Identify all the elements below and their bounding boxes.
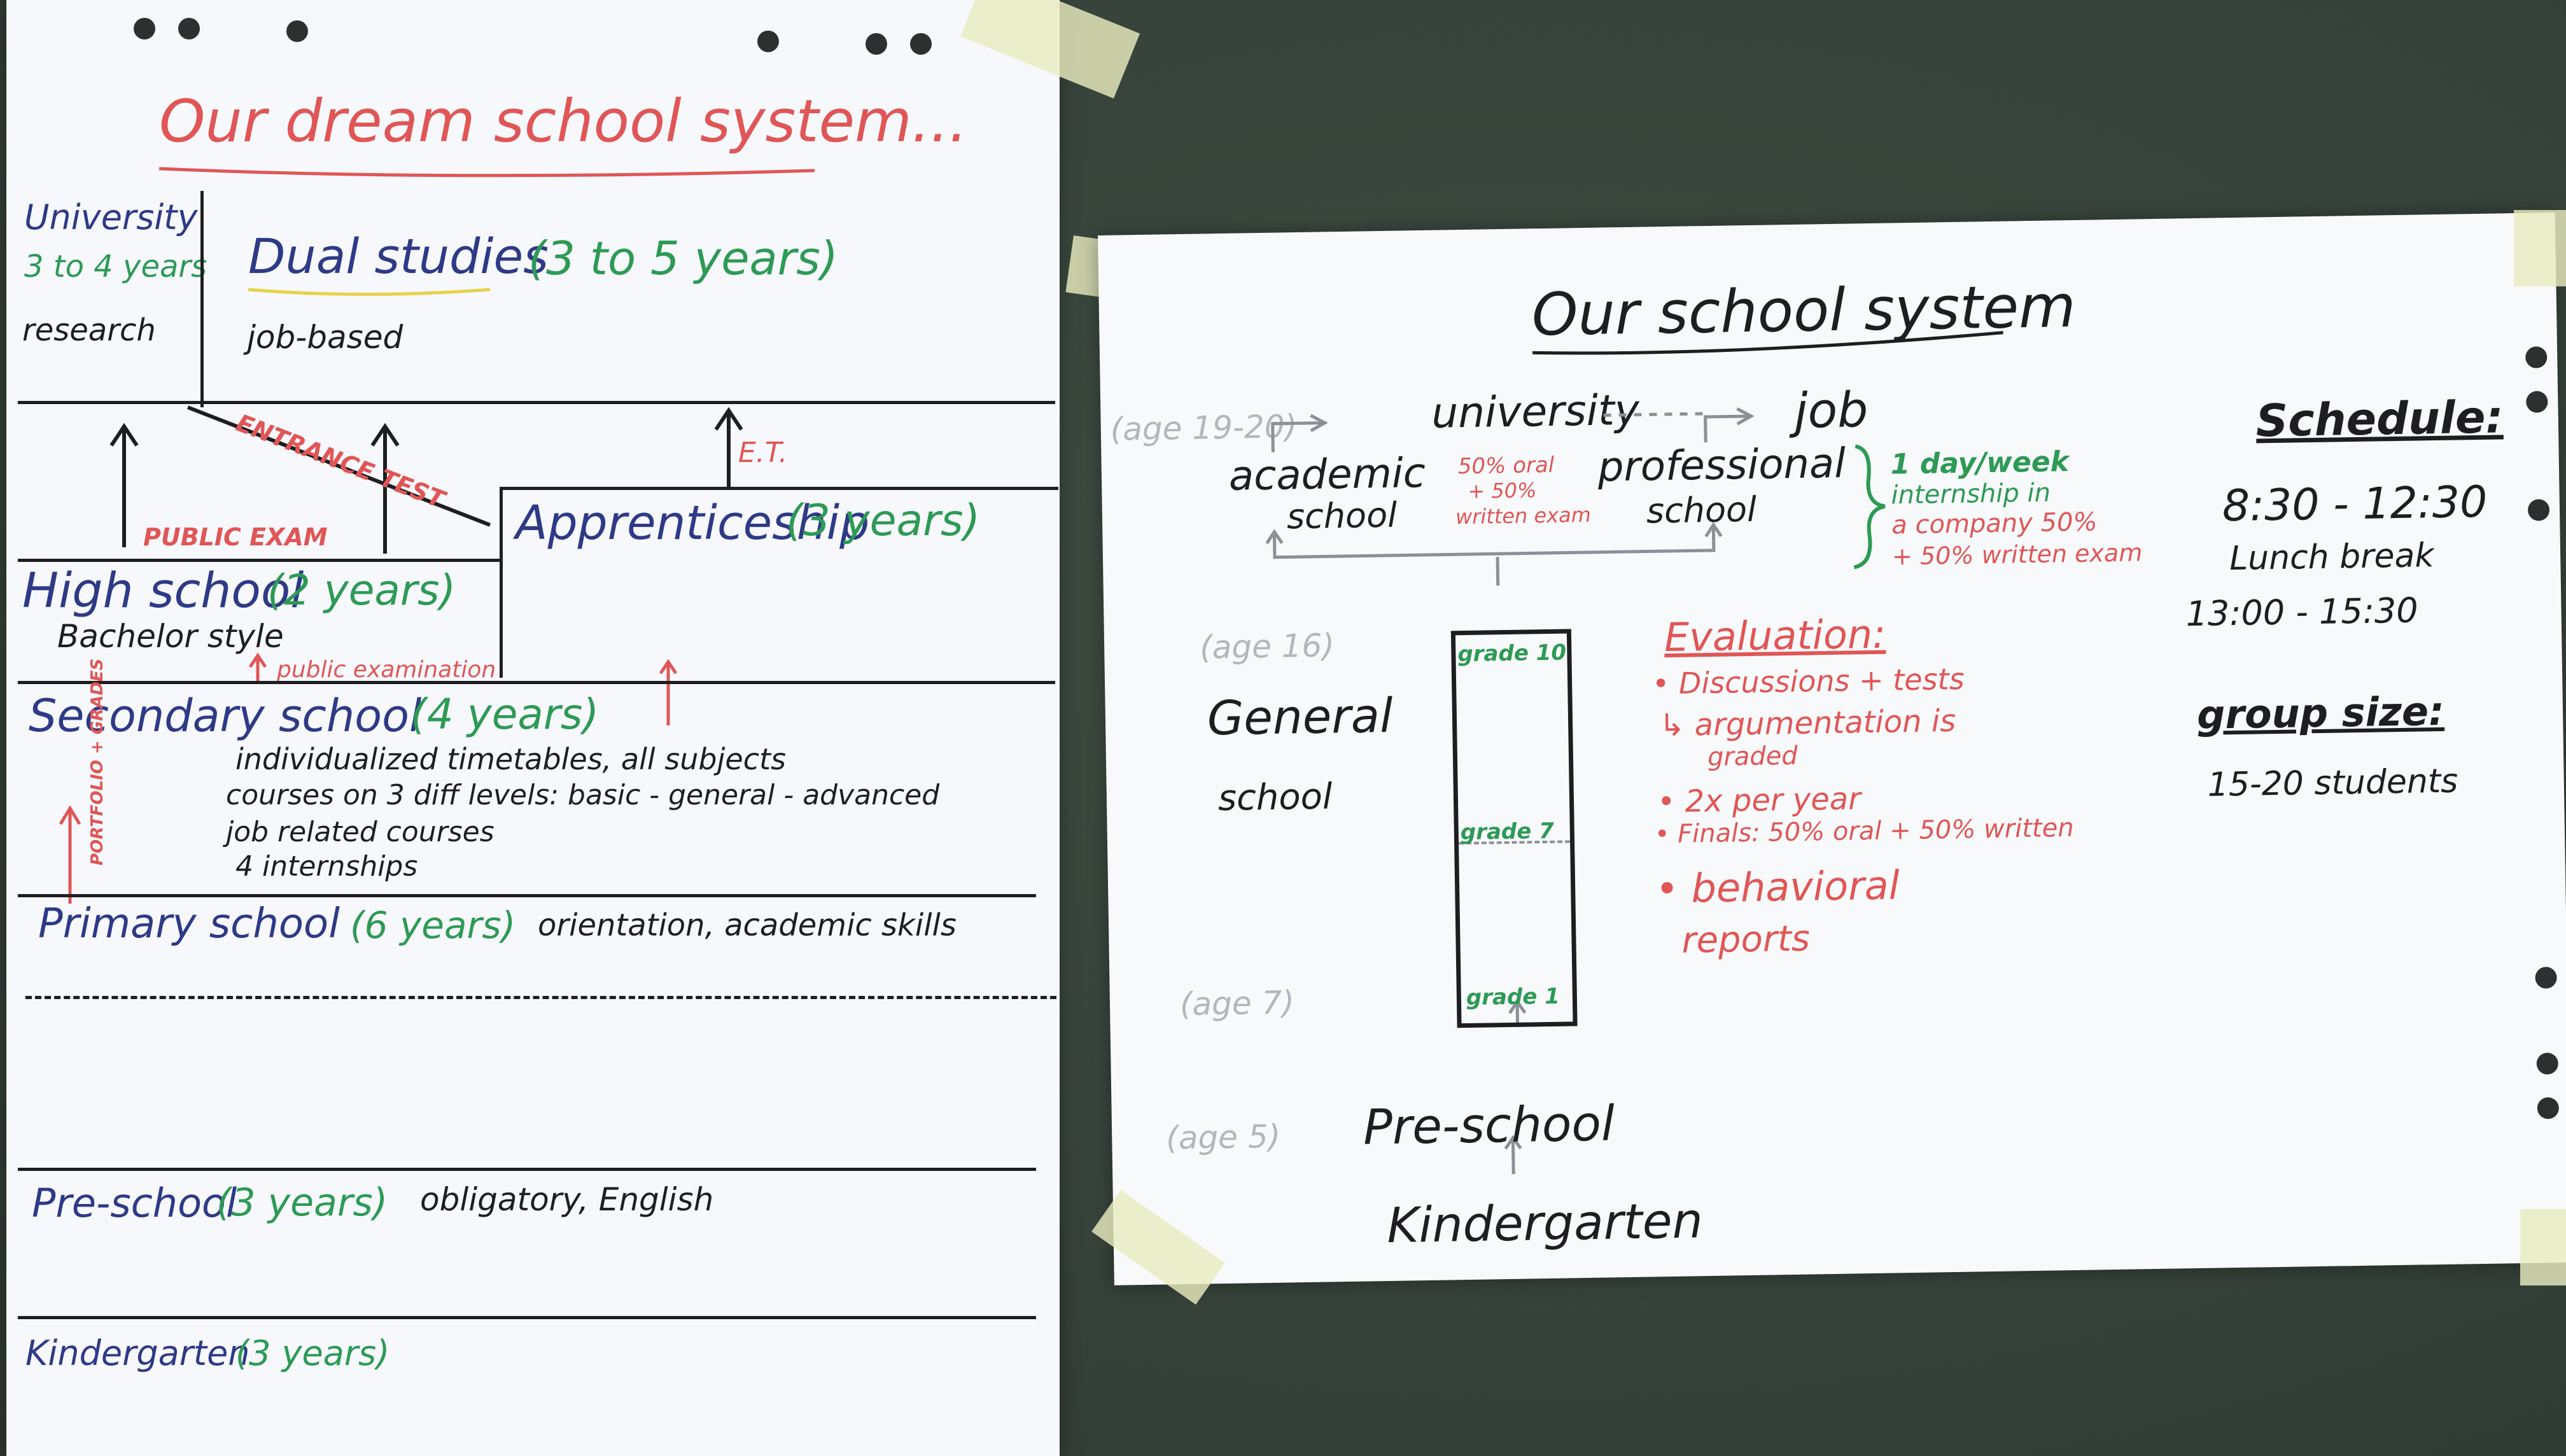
portfolio-grades-note: PORTFOLIO + GRADES [88,658,107,865]
grade-10-label: grade 10 [1457,640,1567,668]
evaluation-item: • Discussions + tests [1651,661,1965,701]
evaluation-item: • behavioral [1655,862,1900,913]
evaluation-item: graded [1707,741,1798,773]
dual-studies-note: job-based [247,319,403,356]
high-school-duration: (2 years) [267,566,456,615]
dual-studies-label: Dual studies [248,228,549,284]
poster-title: Our dream school system... [159,87,968,155]
progression-arrows [59,405,743,904]
divider [200,191,204,407]
general-school-line2: school [1217,776,1333,820]
tape [2520,1209,2566,1285]
apprenticeship-label: Apprenticeship [515,496,870,550]
punch-hole [134,18,155,39]
dual-underline [248,288,491,296]
schedule-lunch: Lunch break [2229,536,2434,578]
grade-1-label: grade 1 [1466,983,1560,1011]
et-label: E.T. [738,437,788,469]
evaluation-item: • 2x per year [1657,781,1861,820]
divider [500,487,1058,490]
flow-arrows [1265,407,1886,1174]
group-size-value: 15-20 students [2207,762,2458,804]
divider [18,894,1036,897]
kindergarten-duration: (3 years) [235,1333,390,1373]
title-underline [1532,331,2003,355]
divider [18,1168,1036,1171]
secondary-school-duration: (4 years) [410,690,599,739]
tape [2514,210,2566,286]
university-duration: 3 to 4 years [24,249,207,284]
schedule-morning: 8:30 - 12:30 [2222,477,2488,532]
general-school-line1: General [1207,688,1394,746]
left-poster: Our dream school system... University 3 … [6,0,1060,1456]
punch-hole [910,33,932,55]
divider [18,559,503,562]
primary-school-label: Primary school [38,900,340,948]
punch-hole [757,31,779,52]
right-poster: Our school system (age 19-20) university… [1098,213,2566,1285]
high-school-label: High school [22,562,304,619]
apprenticeship-duration: (3 years) [786,496,981,546]
divider [18,1316,1036,1319]
age-label: (age 5) [1165,1117,1281,1157]
secondary-detail: 4 internships [235,850,418,883]
dual-studies-duration: (3 to 5 years) [528,232,838,285]
age-label: (age 16) [1199,627,1335,666]
punch-hole [286,20,308,42]
schedule-afternoon: 13:00 - 15:30 [2185,590,2419,634]
divider [18,401,1055,404]
group-size-title: group size: [2196,687,2445,738]
title-underline [158,167,815,178]
secondary-detail: courses on 3 diff levels: basic - genera… [226,779,940,811]
age-label: (age 7) [1179,984,1295,1023]
dashed-divider [25,996,1056,999]
schedule-title: Schedule: [2255,391,2504,447]
pre-school-duration: (3 years) [216,1180,388,1225]
divider [18,681,1055,684]
grade-7-label: grade 7 [1460,818,1555,846]
primary-school-note: orientation, academic skills [538,907,957,943]
evaluation-title: Evaluation: [1664,610,1886,661]
high-school-note: Bachelor style [57,618,284,655]
punch-hole [178,18,200,39]
evaluation-item: reports [1681,918,1811,962]
kindergarten-label: Kindergarten [1386,1192,1704,1254]
divider [500,487,503,678]
pre-school-note: obligatory, English [420,1181,714,1218]
kindergarten-label: Kindergarten [25,1333,250,1373]
university-label: University [24,197,198,237]
evaluation-item: ↳ argumentation is [1658,703,1956,744]
public-exam-label: PUBLIC EXAM [143,523,328,551]
public-examination-label: public examination [277,657,496,683]
pre-school-label: Pre-school [1363,1095,1615,1156]
primary-school-duration: (6 years) [350,904,516,947]
secondary-detail: individualized timetables, all subjects [235,742,786,776]
university-note: research [22,312,156,348]
secondary-detail: job related courses [226,816,494,848]
evaluation-item: • Finals: 50% oral + 50% written [1654,813,2074,850]
pre-school-label: Pre-school [32,1180,237,1226]
punch-hole [866,33,887,55]
secondary-school-label: Secondary school [29,690,422,742]
